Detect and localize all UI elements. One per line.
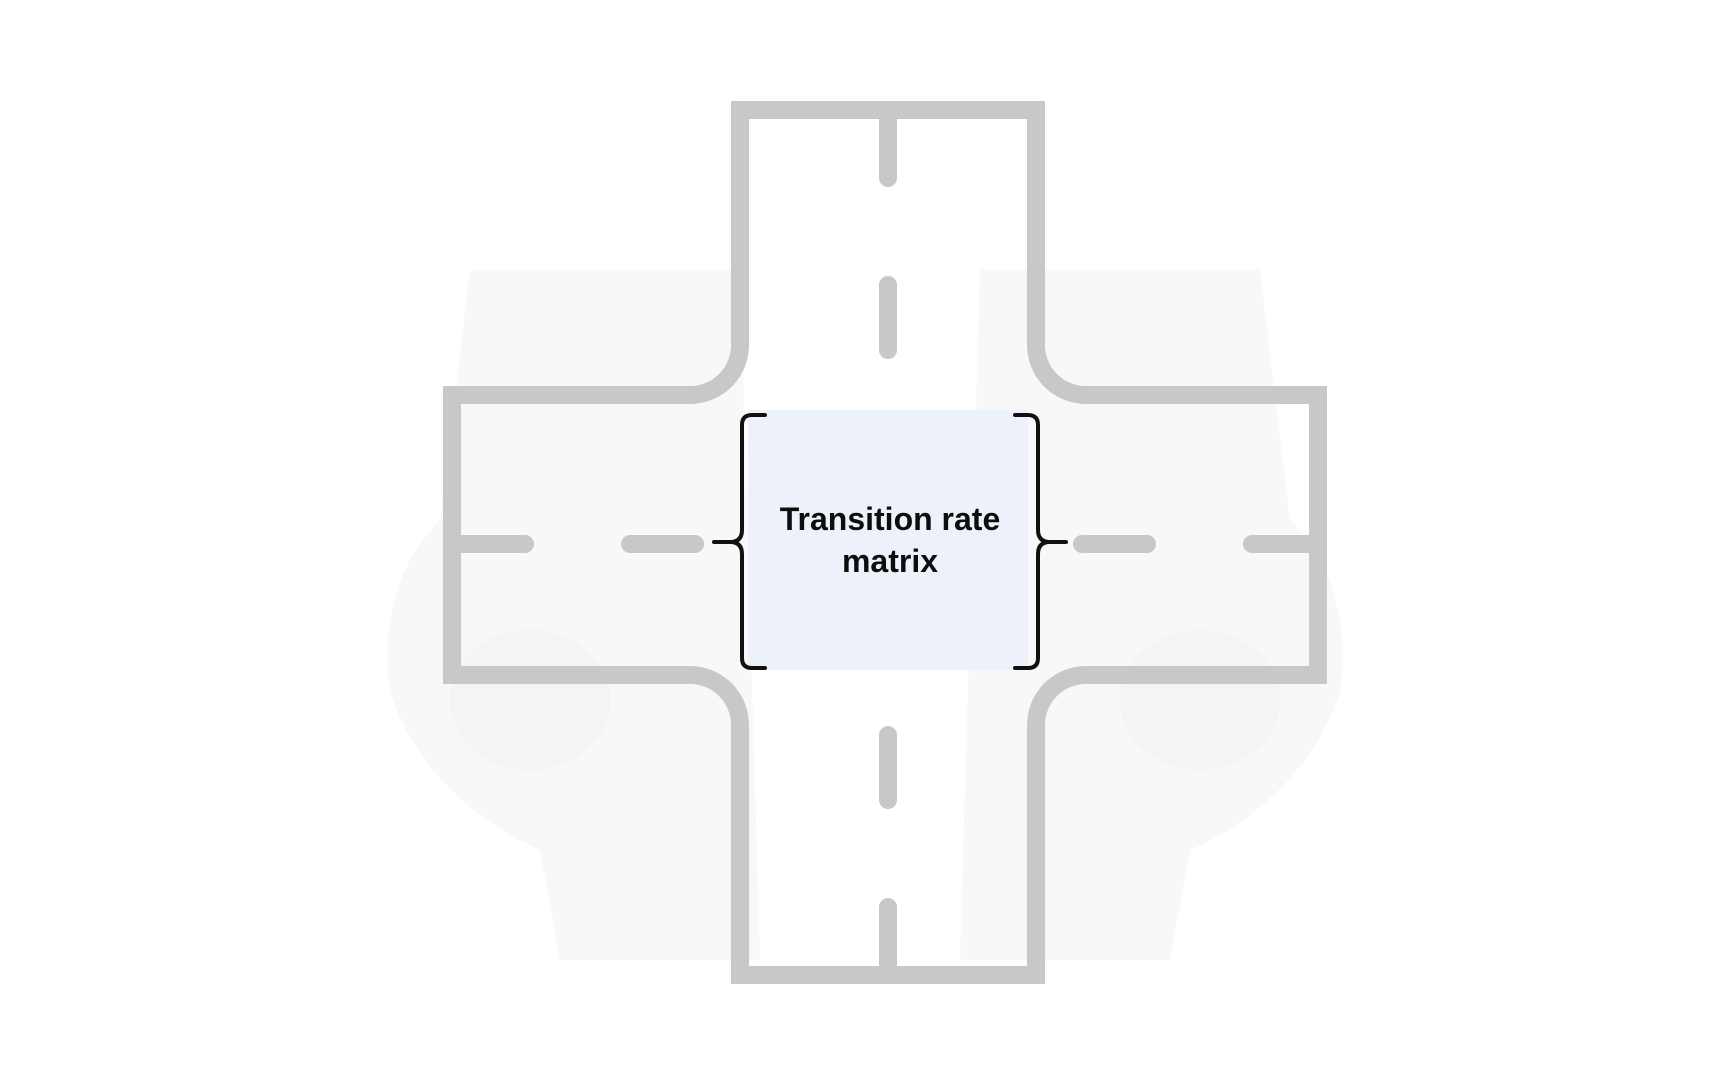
left-brace: [712, 413, 767, 670]
right-brace: [1013, 413, 1068, 670]
road-outline: [443, 101, 1327, 984]
matrix-label: Transition rate matrix: [779, 501, 1001, 579]
background-wheel-left: [450, 630, 610, 770]
matrix-box: [748, 410, 1028, 670]
background-wheel-right: [1120, 630, 1280, 770]
background-vehicles: [387, 270, 1343, 960]
background-vehicle-right: [960, 270, 1343, 960]
background-vehicle-left: [387, 270, 760, 960]
